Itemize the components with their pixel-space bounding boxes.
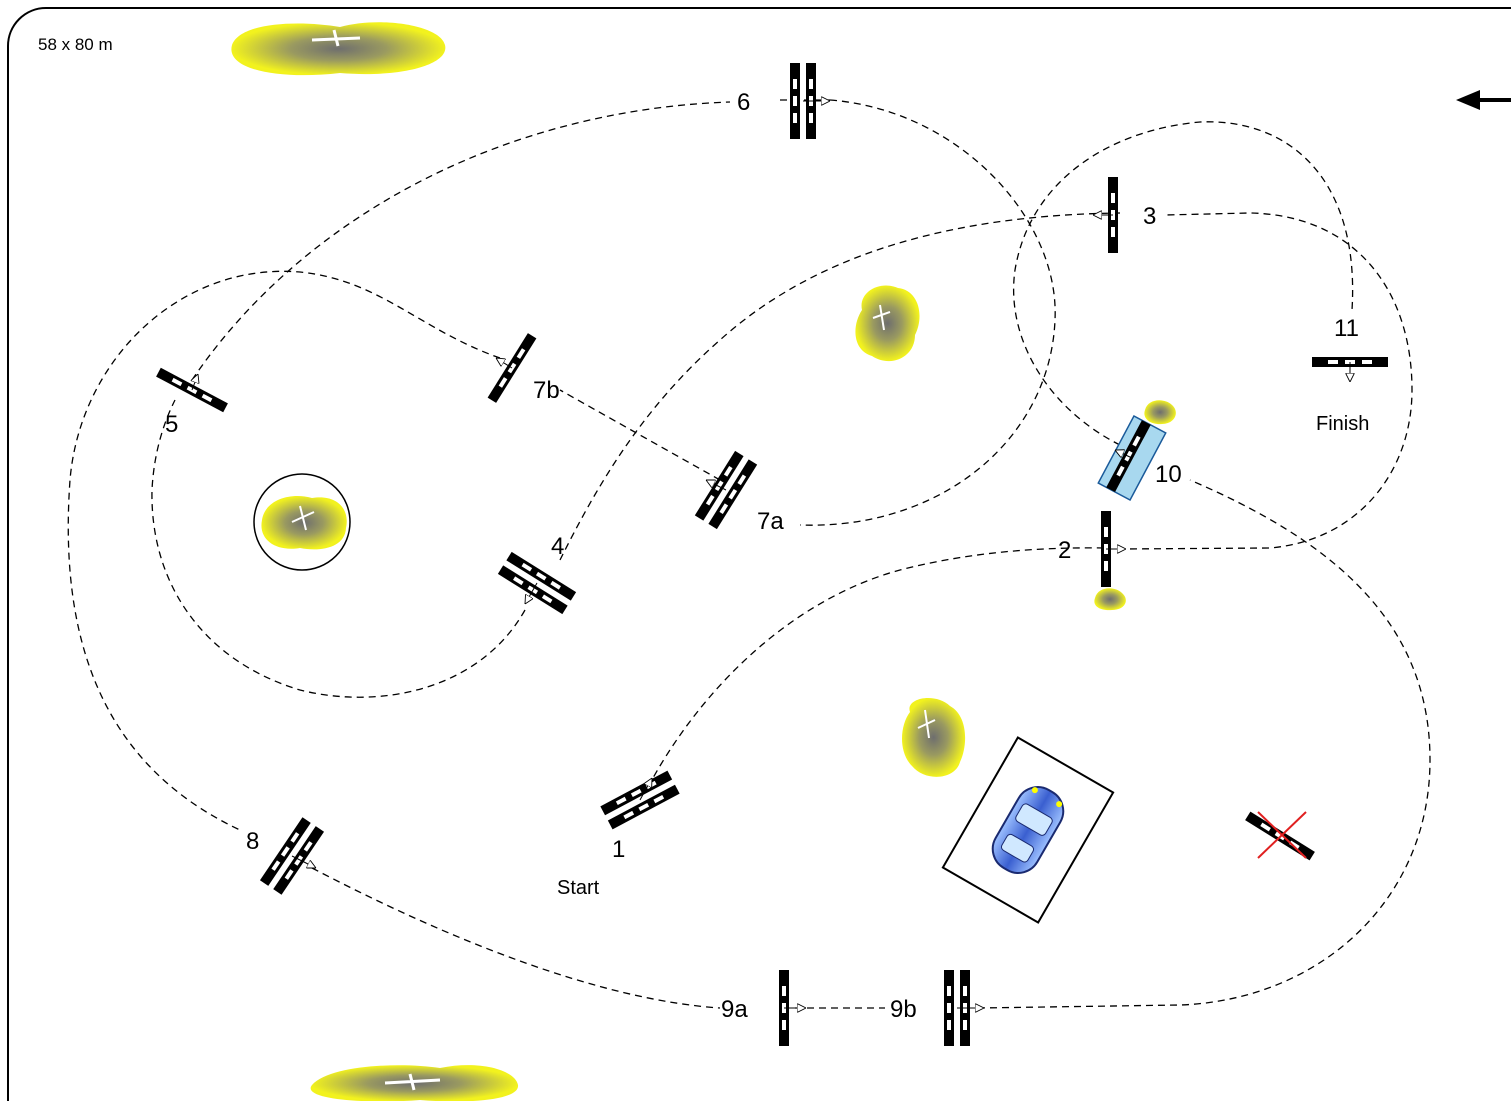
bush-icon — [855, 285, 920, 362]
bush-icon — [1094, 588, 1126, 611]
gate-label-9a: 9a — [721, 996, 748, 1023]
gate-label-2: 2 — [1058, 537, 1071, 564]
gate-label-7a: 7a — [757, 508, 784, 535]
gate-label-11: 11 — [1334, 315, 1359, 342]
bush-icon — [1144, 400, 1176, 425]
bush-icon — [902, 698, 966, 777]
course-border — [7, 7, 1511, 1101]
finish-label: Finish — [1316, 413, 1369, 435]
gate-label-5: 5 — [165, 411, 178, 438]
dimensions-label: 58 x 80 m — [38, 35, 113, 54]
gate-label-3: 3 — [1143, 203, 1156, 230]
start-label: Start — [557, 877, 600, 899]
gate-label-4: 4 — [551, 533, 564, 560]
car-icon — [941, 736, 1115, 924]
gate-label-7b: 7b — [533, 377, 560, 404]
gate-label-6: 6 — [737, 89, 750, 116]
arrow-left-icon — [1456, 90, 1511, 110]
bush-icon — [253, 473, 351, 571]
gate-label-10: 10 — [1155, 461, 1182, 488]
bush-icon — [310, 1065, 519, 1101]
gate-label-1: 1 — [612, 836, 625, 863]
bush-icon — [231, 22, 446, 76]
gate-label-9b: 9b — [890, 996, 917, 1023]
gate-label-8: 8 — [246, 828, 259, 855]
cross-icon — [1245, 811, 1315, 861]
